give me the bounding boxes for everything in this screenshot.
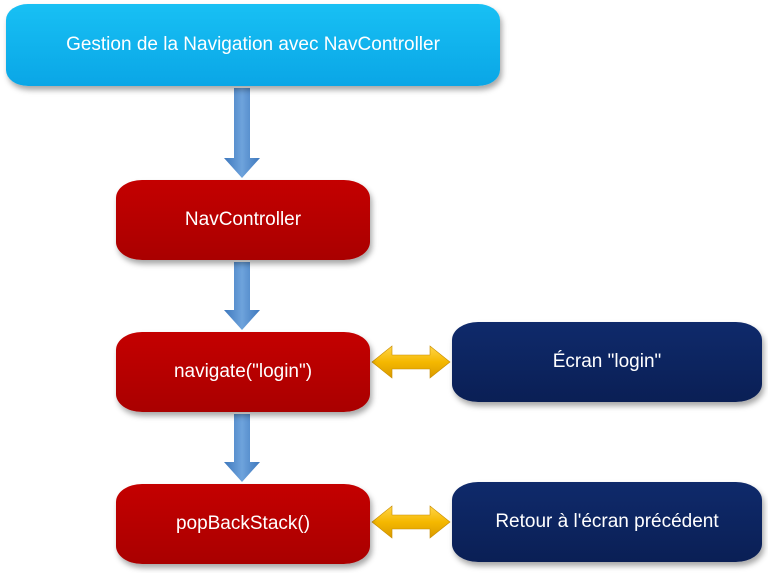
down-arrow-3 — [224, 414, 260, 482]
title-label: Gestion de la Navigation avec NavControl… — [66, 34, 440, 55]
double-arrow-1 — [371, 345, 451, 379]
navigate-box: navigate("login") — [116, 332, 370, 412]
ecran-login-label: Écran "login" — [552, 351, 662, 372]
down-arrow-1 — [224, 88, 260, 178]
retour-label: Retour à l'écran précédent — [495, 511, 719, 532]
navigate-label: navigate("login") — [173, 361, 313, 382]
ecran-login-box: Écran "login" — [452, 322, 762, 402]
navcontroller-label: NavController — [184, 209, 302, 230]
popbackstack-label: popBackStack() — [175, 513, 311, 534]
retour-box: Retour à l'écran précédent — [452, 482, 762, 562]
title-box: Gestion de la Navigation avec NavControl… — [6, 4, 500, 86]
navcontroller-box: NavController — [116, 180, 370, 260]
down-arrow-2 — [224, 262, 260, 330]
popbackstack-box: popBackStack() — [116, 484, 370, 564]
double-arrow-2 — [371, 505, 451, 539]
